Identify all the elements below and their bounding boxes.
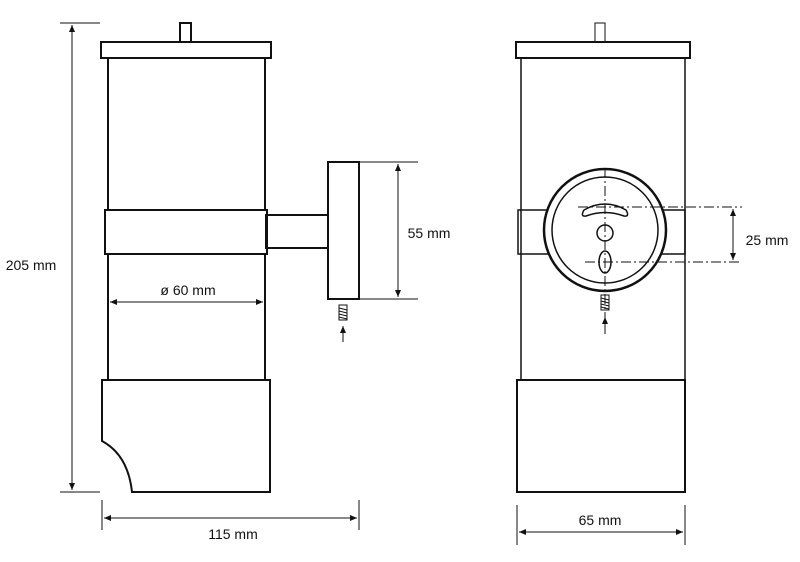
diameter-label: ø 60 mm — [160, 282, 216, 298]
side-view — [100, 22, 360, 493]
top-knob — [179, 22, 192, 43]
height-label: 205 mm — [5, 257, 57, 273]
side-dimensions — [60, 22, 418, 530]
hole-spacing-label: 25 mm — [745, 232, 789, 248]
arm — [265, 214, 329, 249]
wall-plate — [327, 161, 360, 300]
width-label: 65 mm — [578, 512, 622, 528]
mount-band — [104, 209, 268, 255]
top-cap — [515, 41, 691, 59]
top-knob — [594, 22, 606, 43]
bottom-dispenser — [101, 379, 271, 493]
plate-height-label: 55 mm — [407, 225, 451, 241]
screw-icon — [338, 304, 348, 321]
bottom-dispenser — [516, 379, 686, 493]
top-cap — [100, 41, 272, 59]
front-dimensions — [516, 168, 742, 545]
front-view — [515, 22, 691, 493]
depth-label: 115 mm — [208, 526, 258, 542]
slot — [581, 203, 629, 217]
